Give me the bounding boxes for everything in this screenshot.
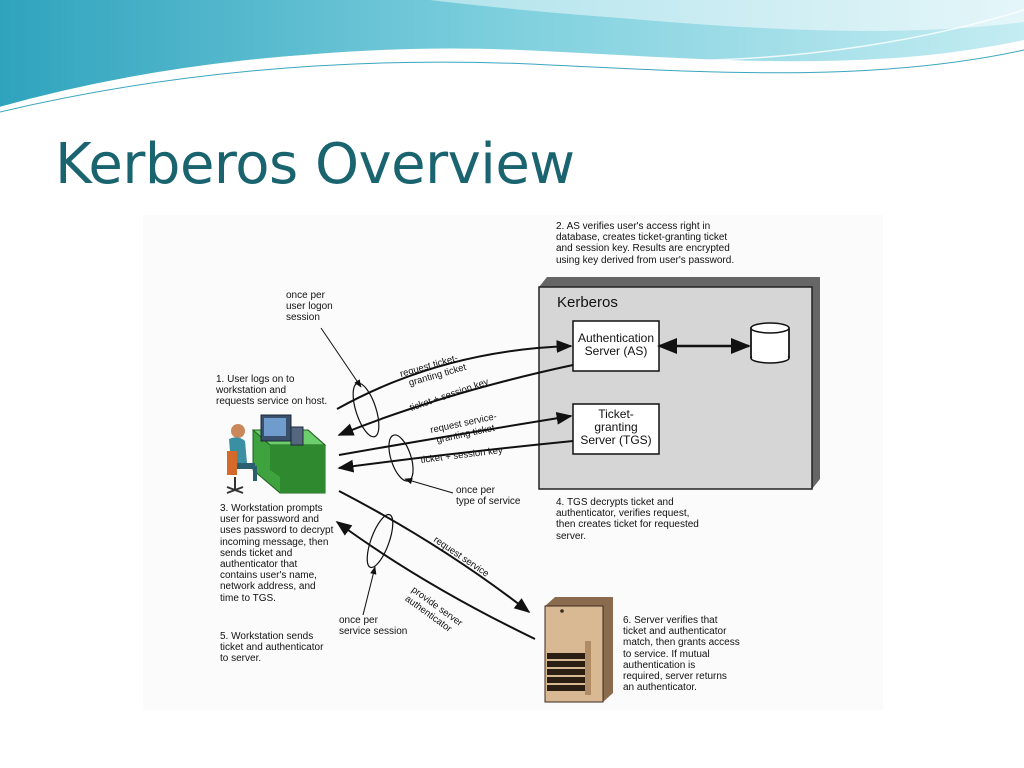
label-sgt-session-key: ticket + session key	[420, 445, 504, 466]
leader-logon-session	[320, 327, 362, 388]
arrow-sgt-session-key	[337, 440, 574, 473]
diagram-graphics: request ticket-granting ticket ticket + …	[226, 277, 820, 703]
arrow-tgt-session-key	[337, 364, 574, 436]
slide-title: Kerberos Overview	[55, 132, 575, 197]
kerberos-box	[538, 286, 813, 490]
kerberos-box-label: Kerberos	[557, 294, 618, 311]
authentication-server-box	[572, 320, 660, 372]
label-request-sgt: request service-granting ticket	[429, 411, 500, 447]
label-request-tgt: request ticket-granting ticket	[399, 351, 468, 390]
leader-service-session	[362, 566, 377, 616]
ticket-granting-server-box	[572, 403, 660, 455]
note-step-2: 2. AS verifies user's access right in da…	[556, 221, 735, 266]
note-once-service-type: once per type of service	[456, 485, 521, 508]
arrow-request-tgt	[336, 340, 573, 410]
note-step-3: 3. Workstation prompts user for password…	[220, 503, 334, 604]
label-request-service: request service	[431, 534, 491, 579]
label-provide-authenticator: provide serverauthenticator	[403, 585, 465, 638]
note-once-logon-session: once per user logon session	[286, 290, 333, 324]
arrow-request-sgt	[338, 411, 573, 456]
note-step-1: 1. User logs on to workstation and reque…	[216, 374, 328, 408]
ellipse-service-session	[366, 513, 394, 569]
server-icon	[544, 597, 613, 703]
workstation-icon	[226, 414, 327, 494]
authentication-server-label: Authentication Server (AS)	[577, 331, 655, 358]
leader-service-type	[404, 477, 454, 494]
arrow-request-service	[338, 490, 531, 613]
note-step-6: 6. Server verifies that ticket and authe…	[623, 615, 740, 694]
database-icon	[750, 322, 790, 364]
ticket-granting-server-label: Ticket- granting Server (TGS)	[580, 407, 652, 447]
header-wave-banner	[0, 0, 1024, 113]
note-once-service-session: once per service session	[339, 615, 408, 638]
note-step-4: 4. TGS decrypts ticket and authenticator…	[556, 497, 699, 542]
kerberos-diagram: request ticket-granting ticket ticket + …	[143, 215, 883, 710]
arrow-provide-authenticator	[335, 521, 536, 640]
note-step-5: 5. Workstation sends ticket and authenti…	[220, 631, 324, 665]
